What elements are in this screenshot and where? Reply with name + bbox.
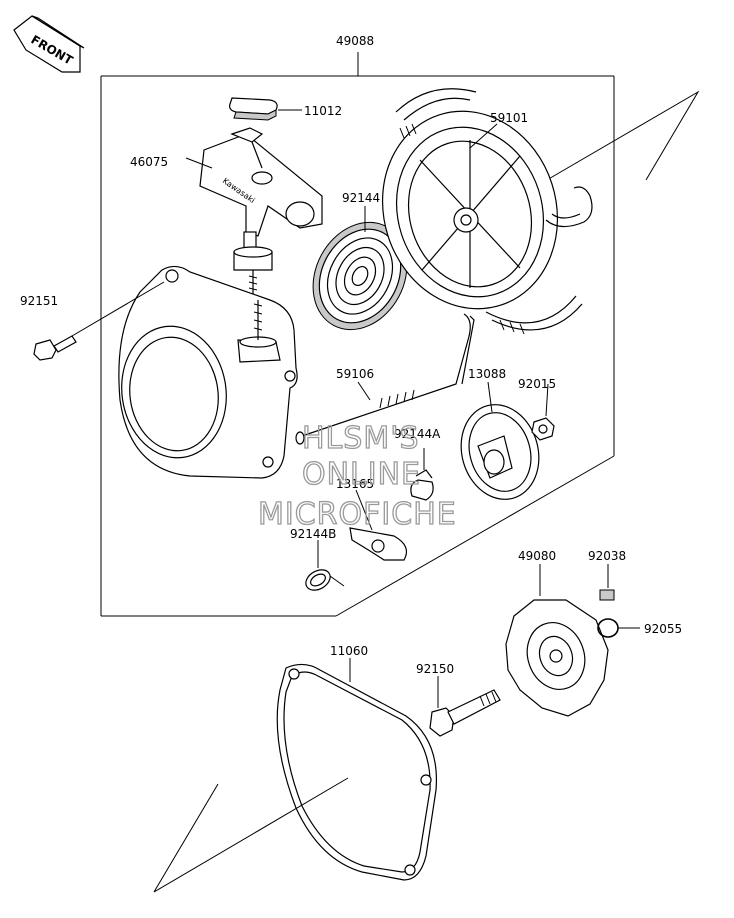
starter-pulley bbox=[505, 599, 609, 717]
spring-b bbox=[305, 569, 345, 591]
assembly-frame bbox=[100, 52, 615, 617]
nut-92015 bbox=[531, 417, 555, 441]
part-labels: 49088 11012 46075 59101 92144 92151 5910… bbox=[20, 34, 682, 676]
spiral-spring bbox=[312, 221, 408, 331]
pawl bbox=[349, 527, 407, 561]
part-label-11060: 11060 bbox=[330, 644, 368, 658]
recoil-housing bbox=[118, 265, 298, 479]
part-label-59101: 59101 bbox=[490, 111, 528, 125]
part-label-11012: 11012 bbox=[304, 104, 342, 118]
ratchet bbox=[460, 404, 540, 500]
part-label-92144A: 92144A bbox=[394, 427, 441, 441]
watermark-line-3: MICROFICHE bbox=[258, 497, 457, 532]
part-label-92150: 92150 bbox=[416, 662, 454, 676]
o-ring-92055 bbox=[597, 618, 619, 638]
leader-lines bbox=[185, 109, 640, 708]
watermark-line-2: ONLINE bbox=[302, 457, 421, 492]
part-label-92144: 92144 bbox=[342, 191, 380, 205]
handle-cap bbox=[229, 97, 278, 121]
part-label-13088: 13088 bbox=[468, 367, 506, 381]
direction-pointer-upper bbox=[539, 90, 700, 185]
part-label-92038: 92038 bbox=[588, 549, 626, 563]
part-label-46075: 46075 bbox=[130, 155, 168, 169]
rope-guide bbox=[295, 313, 475, 445]
spring-clip-a bbox=[410, 448, 434, 501]
watermark-line-1: HLSM'S bbox=[302, 421, 420, 456]
part-label-49080: 49080 bbox=[518, 549, 556, 563]
gasket bbox=[276, 663, 438, 881]
part-label-92015: 92015 bbox=[518, 377, 556, 391]
key-92038 bbox=[599, 589, 615, 601]
recoil-reel bbox=[381, 88, 593, 335]
bolt-92150 bbox=[429, 689, 501, 737]
part-label-49088: 49088 bbox=[336, 34, 374, 48]
bolt-92151 bbox=[33, 281, 165, 361]
part-label-92151: 92151 bbox=[20, 294, 58, 308]
front-arrow: FRONT bbox=[13, 15, 85, 73]
watermark: HLSM'S ONLINE MICROFICHE bbox=[257, 420, 457, 532]
part-label-59106: 59106 bbox=[336, 367, 374, 381]
part-label-92144B: 92144B bbox=[290, 527, 336, 541]
starter-handle: Kawasaki bbox=[199, 127, 323, 296]
part-label-92055: 92055 bbox=[644, 622, 682, 636]
part-label-13165: 13165 bbox=[336, 477, 374, 491]
direction-pointer-lower bbox=[153, 777, 349, 893]
